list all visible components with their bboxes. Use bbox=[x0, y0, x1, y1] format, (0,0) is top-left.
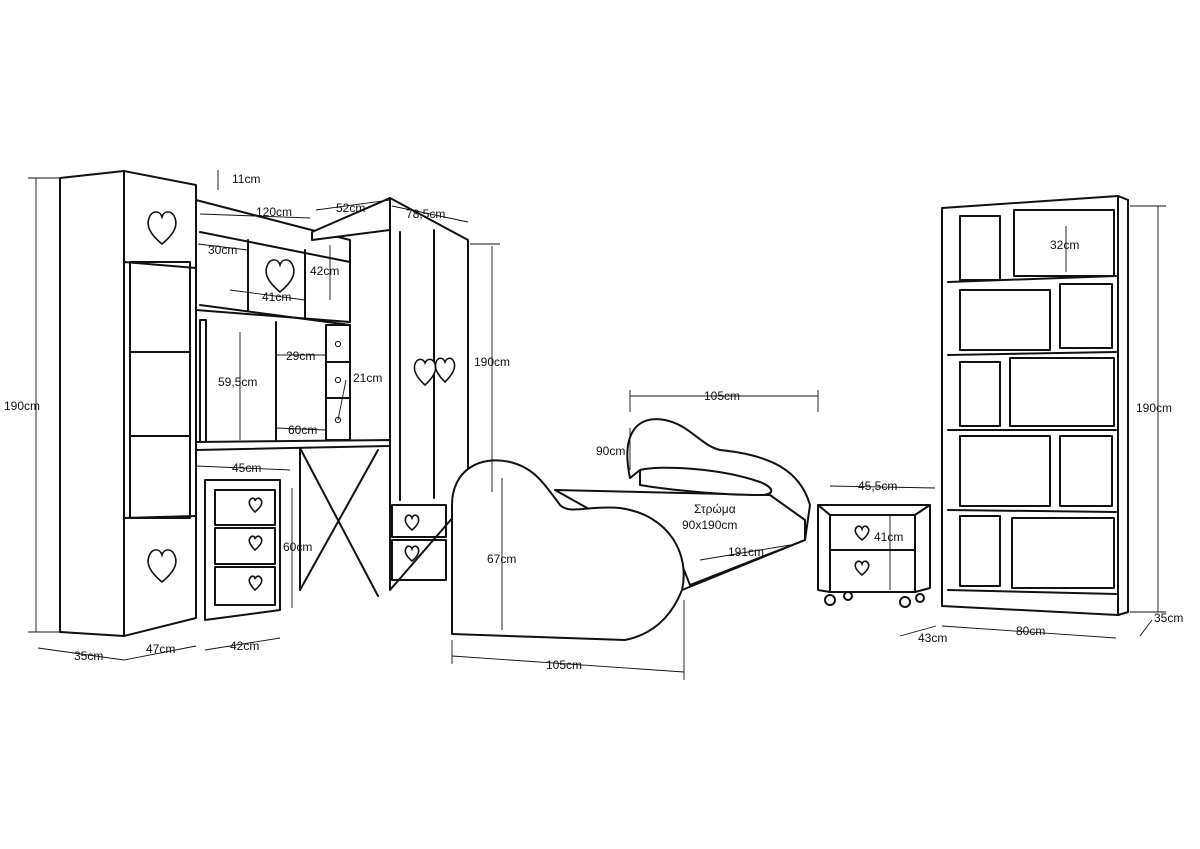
bed bbox=[451, 418, 811, 641]
label-hutch-height: 42cm bbox=[310, 264, 339, 278]
heart-icon-wardrobe-left bbox=[413, 358, 437, 387]
left-bookcase bbox=[59, 170, 197, 637]
label-bed-length: 191cm bbox=[728, 545, 764, 559]
dimension-lines bbox=[28, 170, 1166, 680]
label-nightstand-depth: 43cm bbox=[918, 631, 947, 645]
label-hutch-compartment-width: 41cm bbox=[262, 290, 291, 304]
heart-icon-drawer-1 bbox=[248, 497, 263, 514]
label-mattress: Στρώμα bbox=[694, 502, 736, 516]
heart-icon-nightstand-2 bbox=[854, 560, 870, 577]
right-bookcase bbox=[941, 195, 1129, 616]
label-wardrobe-depth: 52cm bbox=[336, 201, 365, 215]
label-right-bookcase-width: 80cm bbox=[1016, 624, 1045, 638]
label-small-drawers-width: 29cm bbox=[286, 349, 315, 363]
label-mattress-size: 90x190cm bbox=[682, 518, 737, 532]
label-drawer-unit-depth: 42cm bbox=[230, 639, 259, 653]
heart-icon-wardrobe-drawer-2 bbox=[404, 545, 420, 563]
label-left-bookcase-height: 190cm bbox=[4, 399, 40, 413]
label-small-drawers-height: 21cm bbox=[353, 371, 382, 385]
label-bed-width-top: 105cm bbox=[704, 389, 740, 403]
heart-icon-bookcase-bottom bbox=[147, 549, 177, 584]
desk-with-hutch bbox=[195, 199, 391, 597]
label-wardrobe-height: 190cm bbox=[474, 355, 510, 369]
label-nightstand-height: 41cm bbox=[874, 530, 903, 544]
label-headboard-height: 90cm bbox=[596, 444, 625, 458]
label-wardrobe-width: 78,5cm bbox=[406, 207, 445, 221]
dimension-labels: 190cm 35cm 47cm 11cm 120cm 52cm 78,5cm 3… bbox=[4, 172, 1183, 672]
label-hutch-top-depth: 11cm bbox=[232, 172, 260, 186]
label-left-bookcase-depth: 35cm bbox=[74, 649, 103, 663]
heart-icon-hutch bbox=[265, 259, 295, 294]
label-desk-width: 120cm bbox=[256, 205, 292, 219]
heart-icon-wardrobe-right bbox=[434, 357, 456, 384]
heart-icon-wardrobe-drawer-1 bbox=[404, 514, 420, 532]
wardrobe bbox=[311, 197, 469, 591]
drawer-unit bbox=[204, 479, 281, 621]
heart-icon-bookcase-top bbox=[147, 211, 177, 246]
nightstand bbox=[817, 504, 931, 608]
label-drawer-unit-width: 45cm bbox=[232, 461, 261, 475]
label-right-bookcase-depth: 35cm bbox=[1154, 611, 1183, 625]
heart-icon-drawer-3 bbox=[248, 575, 263, 592]
label-right-bookcase-height: 190cm bbox=[1136, 401, 1172, 415]
label-bed-width-bottom: 105cm bbox=[546, 658, 582, 672]
label-nightstand-width: 45,5cm bbox=[858, 479, 897, 493]
label-left-bookcase-width: 47cm bbox=[146, 642, 175, 656]
label-desk-depth: 60cm bbox=[288, 423, 317, 437]
label-desk-hutch-clearance: 59,5cm bbox=[218, 375, 257, 389]
label-desk-height: 60cm bbox=[283, 540, 312, 554]
label-footboard-height: 67cm bbox=[487, 552, 516, 566]
label-right-bookcase-shelf-height: 32cm bbox=[1050, 238, 1079, 252]
heart-icon-drawer-2 bbox=[248, 535, 263, 552]
label-hutch-shelf-width: 30cm bbox=[208, 243, 237, 257]
heart-icon-nightstand-1 bbox=[854, 525, 870, 542]
